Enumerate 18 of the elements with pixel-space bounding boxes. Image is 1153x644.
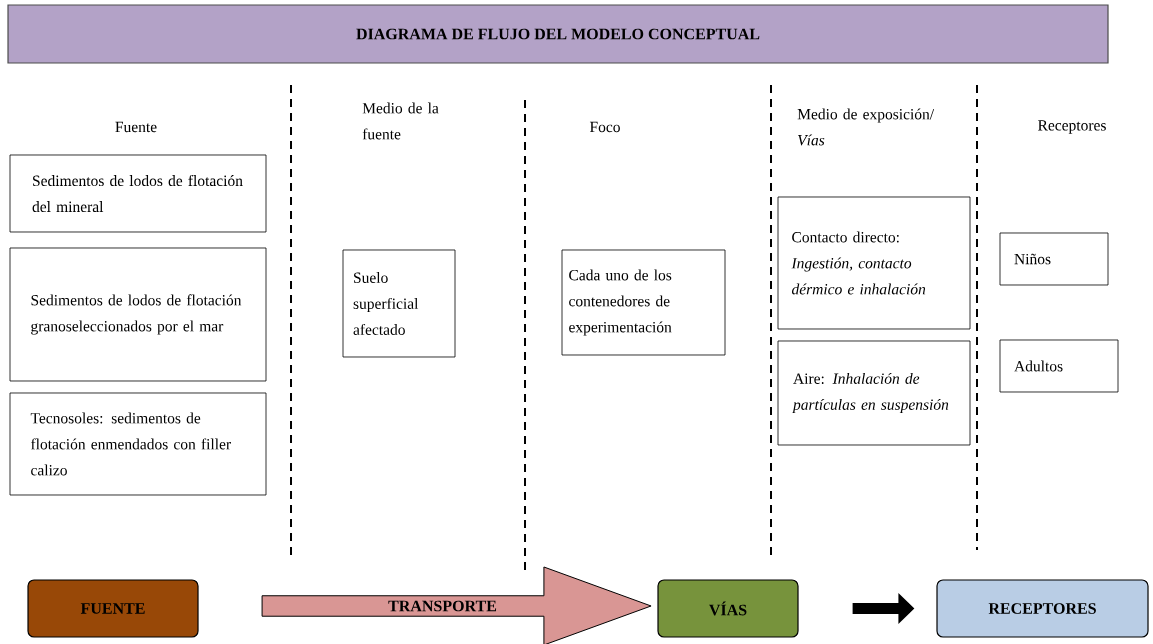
stage-box: FUENTE — [27, 579, 199, 638]
text-box: Cada uno de los contenedores de experimentación — [561, 249, 726, 356]
text-box: Contacto directo: Ingestión, contacto dérmico e inhalación — [777, 196, 971, 330]
text-box: Adultos — [999, 339, 1119, 393]
title-banner: DIAGRAMA DE FLUJO DEL MODELO CONCEPTUAL — [7, 4, 1109, 64]
text-box: Tecnosoles: sedimentos de flotación enmendados con filler calizo — [9, 392, 267, 496]
column-heading: Fuente — [115, 121, 157, 133]
column-heading: Medio de exposición/ Vías — [797, 108, 935, 146]
stage-box: VÍAS — [657, 579, 799, 638]
text-box: Niños — [999, 232, 1109, 286]
column-heading: Receptores — [1038, 120, 1106, 134]
stage-box: RECEPTORES — [936, 579, 1149, 638]
column-heading: Medio de la fuente — [362, 102, 439, 140]
column-heading: Foco — [589, 121, 620, 133]
text-box: Suelo superficial afectado — [342, 249, 456, 358]
text-box: Aire: Inhalación de partículas en suspensión — [777, 340, 971, 446]
text-box: Sedimentos de lodos de flotación granoseleccionados por el mar — [9, 247, 267, 382]
text-box: Sedimentos de lodos de flotación del mineral — [9, 154, 267, 233]
